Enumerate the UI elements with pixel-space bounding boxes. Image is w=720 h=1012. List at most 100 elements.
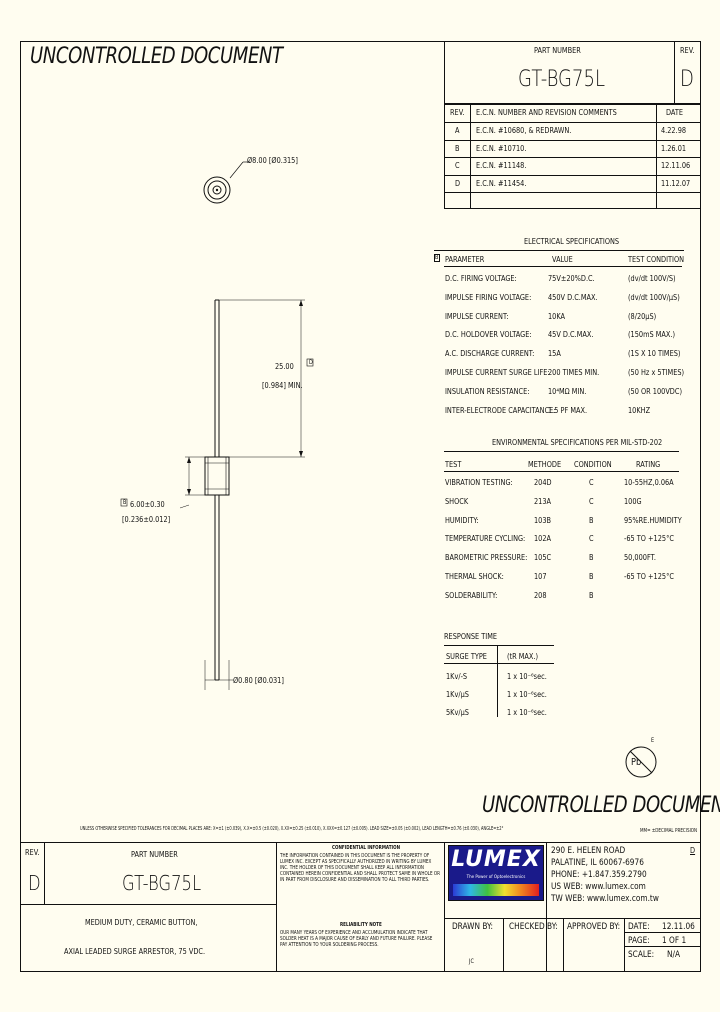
electrical-param: INTER-ELECTRODE CAPACITANCE: [445,405,556,415]
title-part-number: GT-BG75L [122,871,202,895]
revision-letter: C [455,161,460,170]
env-condition: C [589,496,594,506]
title-rev-mark: D [690,846,696,855]
tolerance-note-2: MM= ±DECIMAL PRECISION [640,828,698,834]
revision-date: 4.22.98 [661,126,687,135]
lumex-logo: LUMEX The Power of Optoelectronics [448,845,544,901]
electrical-param: D.C. FIRING VOLTAGE: [445,274,517,283]
electrical-condition: (50 Hz x 5TIMES) [628,368,685,377]
title-rev-value: D [28,871,41,895]
pb-free-icon [625,746,657,778]
condition-header: TEST CONDITION [628,255,685,264]
logo-tagline: The Power of Optoelectronics [466,874,526,879]
checked-by-label: CHECKED BY: [509,922,558,932]
electrical-param: IMPULSE FIRING VOLTAGE: [445,292,532,302]
env-condition: B [589,590,594,600]
us-web[interactable]: US WEB: www.lumex.com [551,882,646,892]
revision-date: 11.12.07 [661,179,691,188]
surge-type-header: SURGE TYPE [446,652,487,661]
body-length-inch: [0.236±0.012] [122,515,171,524]
electrical-param: IMPULSE CURRENT: [445,311,509,321]
tr-max-header: (tR MAX.) [507,652,539,661]
env-method: 105C [534,553,552,563]
env-rating: -65 TO +125°C [624,572,674,581]
confidential-title: CONFIDENTIAL INFORMATION [332,845,401,851]
rev-label: REV. [680,46,695,55]
date-value: 12.11.06 [662,922,695,932]
env-test: HUMIDITY: [445,515,479,525]
env-rating: -65 TO +125°C [624,534,674,544]
ce-mark: E [651,737,655,744]
env-condition: C [589,534,594,544]
scale-label: SCALE: [628,950,655,960]
title-part-number-label: PART NUMBER [131,850,178,859]
electrical-value: 10⁴MΩ MIN. [548,386,587,396]
tw-web[interactable]: TW WEB: www.lumex.com.tw [551,894,659,904]
env-rating: 100G [624,496,642,506]
part-number-value: GT-BG75L [518,67,606,92]
electrical-condition: (8/20µS) [628,311,657,321]
tolerance-note: UNLESS OTHERWISE SPECIFIED TOLERANCES FO… [80,826,504,832]
title-rev-label: REV. [25,848,40,857]
electrical-value: 10KA [548,311,566,321]
surge-type: 5Kv/µS [446,708,469,717]
response-time: 1 x 10⁻⁶sec. [507,690,547,699]
electrical-param: A.C. DISCHARGE CURRENT: [445,349,535,359]
drawn-by-value: JC [469,958,474,965]
page-value: 1 OF 1 [662,936,687,946]
reliability-text: OUR MANY YEARS OF EXPERIENCE AND ACCUMUL… [280,930,433,948]
env-test: TEMPERATURE CYCLING: [445,534,526,544]
env-condition: B [589,553,594,563]
electrical-title: ELECTRICAL SPECIFICATIONS [524,237,620,246]
revision-comment: E.C.N. #10680, & REDRAWN. [476,126,572,135]
description-line-1: MEDIUM DUTY, CERAMIC BUTTON, [85,918,198,927]
env-test-header: TEST [445,460,462,469]
electrical-param: D.C. HOLDOVER VOLTAGE: [445,330,532,340]
revision-comment: E.C.N. #10710. [476,144,527,153]
env-test: THERMAL SHOCK: [445,572,504,581]
electrical-condition: 10KHZ [628,405,651,415]
env-method: 102A [534,534,552,544]
part-number-header [444,41,701,104]
env-condition-header: CONDITION [574,460,612,469]
env-test: SOLDERABILITY: [445,590,498,600]
electrical-condition: (dv/dt 100V/µS) [628,292,680,302]
electrical-marker: B [435,254,439,261]
revision-date: 12.11.06 [661,161,691,170]
env-method: 213A [534,496,552,506]
title-block [20,842,701,972]
revision-comment: E.C.N. #11148. [476,161,527,170]
watermark-top: UNCONTROLLED DOCUMENT [30,44,283,69]
electrical-param: IMPULSE CURRENT SURGE LIFE: [445,368,550,377]
watermark-bottom: UNCONTROLLED DOCUMENT [482,793,720,818]
lead-length-label: 25.00 [275,362,294,371]
revision-letter: D [455,179,461,188]
lead-diameter-label: Ø0.80 [Ø0.031] [233,676,284,685]
env-rating: 50,000FT. [624,553,656,563]
address-line-1: 290 E. HELEN ROAD [551,846,626,856]
electrical-condition: (dv/dt 100V/S) [628,274,676,283]
env-condition: B [589,515,594,525]
electrical-value: 15A [548,349,561,359]
page-label: PAGE: [628,936,650,946]
param-header: PARAMETER [445,255,485,264]
environmental-title: ENVIRONMENTAL SPECIFICATIONS PER MIL-STD… [492,438,663,447]
electrical-condition: (150mS MAX.) [628,330,676,340]
env-rating: 95%RE.HUMIDITY [624,515,682,525]
rev-col-header: REV. [450,108,465,117]
env-condition: C [589,478,594,487]
revision-table [444,104,701,209]
electrical-condition: (50 OR 100VDC) [628,386,683,396]
revision-date: 1.26.01 [661,144,687,153]
phone: PHONE: +1.847.359.2790 [551,870,647,880]
date-col-header: DATE [666,108,684,117]
surge-type: 1Kv/µS [446,690,469,699]
electrical-value: 75V±20%D.C. [548,274,595,283]
surge-type: 1Kv/-S [446,672,468,681]
env-test: VIBRATION TESTING: [445,478,513,487]
env-test: SHOCK [445,496,469,506]
env-method: 103B [534,515,552,525]
lead-length-inch: [0.984] MIN. [262,381,303,390]
electrical-value: 1.5 PF MAX. [548,405,588,415]
drawn-by-label: DRAWN BY: [452,922,493,932]
